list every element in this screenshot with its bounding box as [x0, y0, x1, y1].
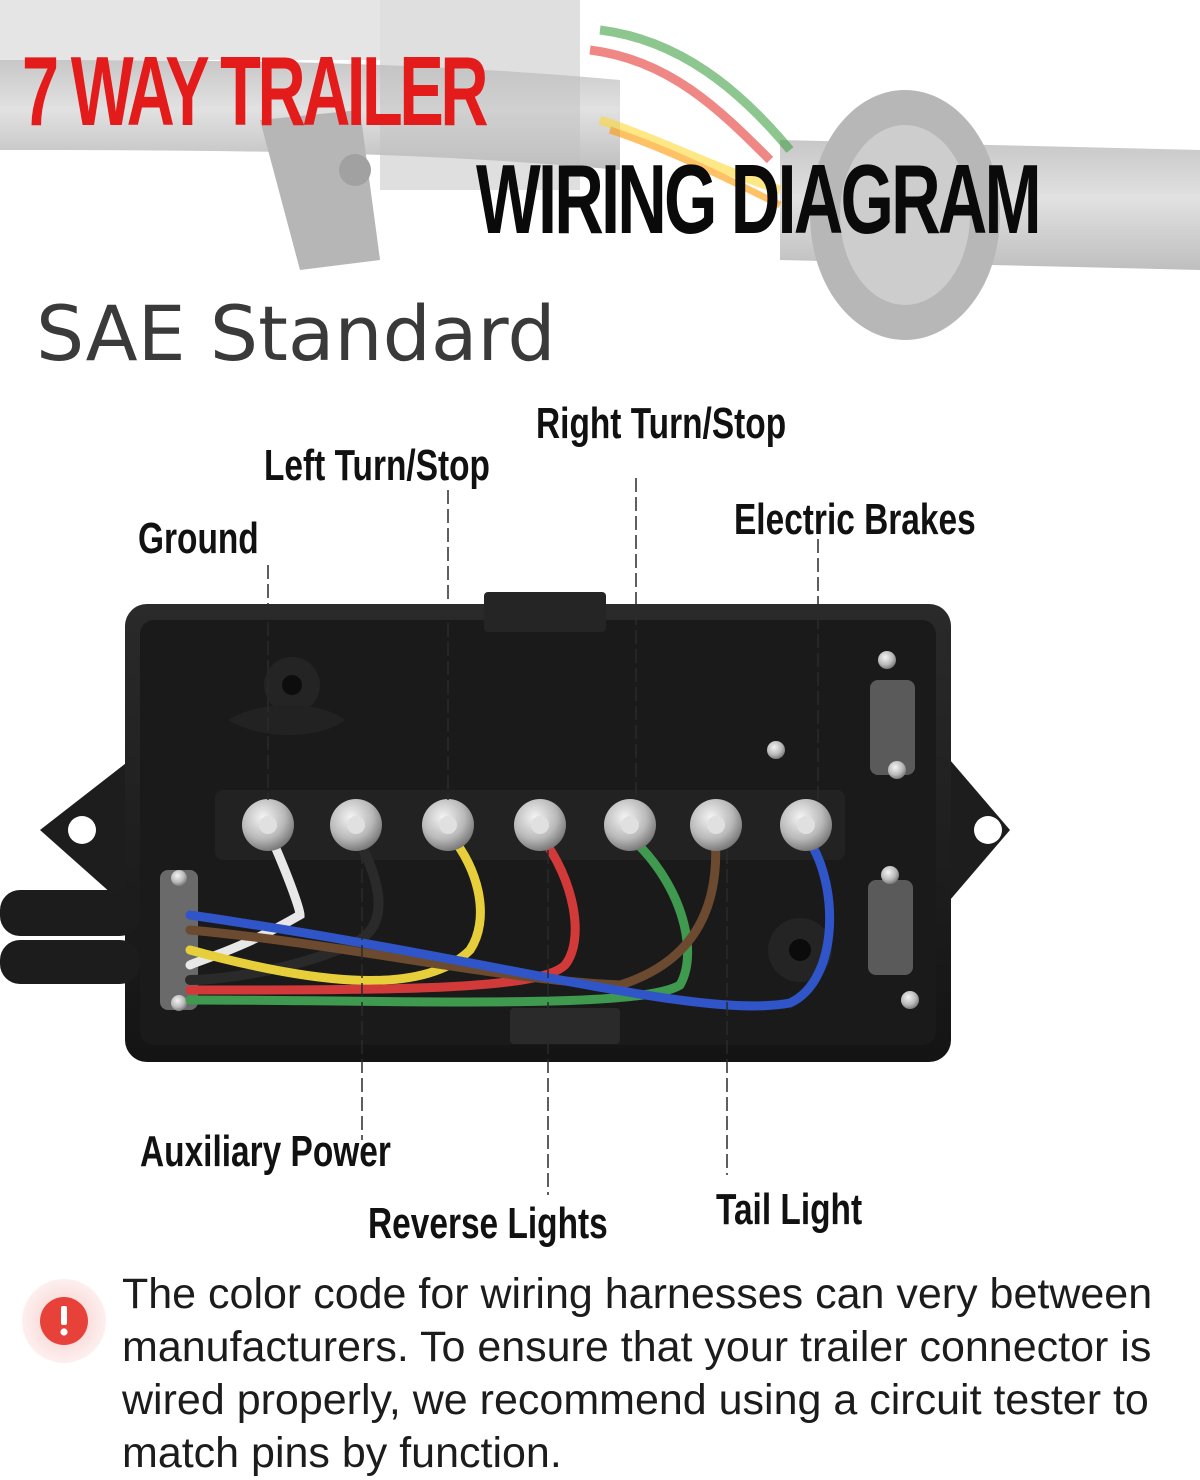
wire-red [185, 830, 580, 995]
background-cable [0, 0, 1200, 340]
label-electric-brakes: Electric Brakes [734, 495, 976, 544]
label-reverse-lights: Reverse Lights [368, 1199, 608, 1248]
colored-wires [185, 830, 835, 1011]
label-right-turn-stop: Right Turn/Stop [536, 399, 787, 448]
exclamation-icon [22, 1279, 106, 1363]
wire-white [185, 830, 305, 970]
title-line-2: WIRING DIAGRAM [476, 144, 1042, 254]
label-left-turn-stop: Left Turn/Stop [264, 441, 490, 490]
title-line-1: 7 WAY TRAILER [22, 36, 489, 146]
wire-blue [185, 830, 835, 1011]
notice-text: The color code for wiring harnesses can … [122, 1270, 1153, 1477]
label-ground: Ground [138, 514, 259, 563]
subtitle: SAE Standard [36, 289, 556, 378]
background-wires [589, 25, 794, 209]
junction-box [0, 592, 1010, 1062]
leader-lines [267, 478, 819, 1195]
terminal-studs [242, 799, 832, 851]
label-auxiliary-power: Auxiliary Power [140, 1127, 391, 1176]
label-tail-light: Tail Light [716, 1185, 863, 1234]
